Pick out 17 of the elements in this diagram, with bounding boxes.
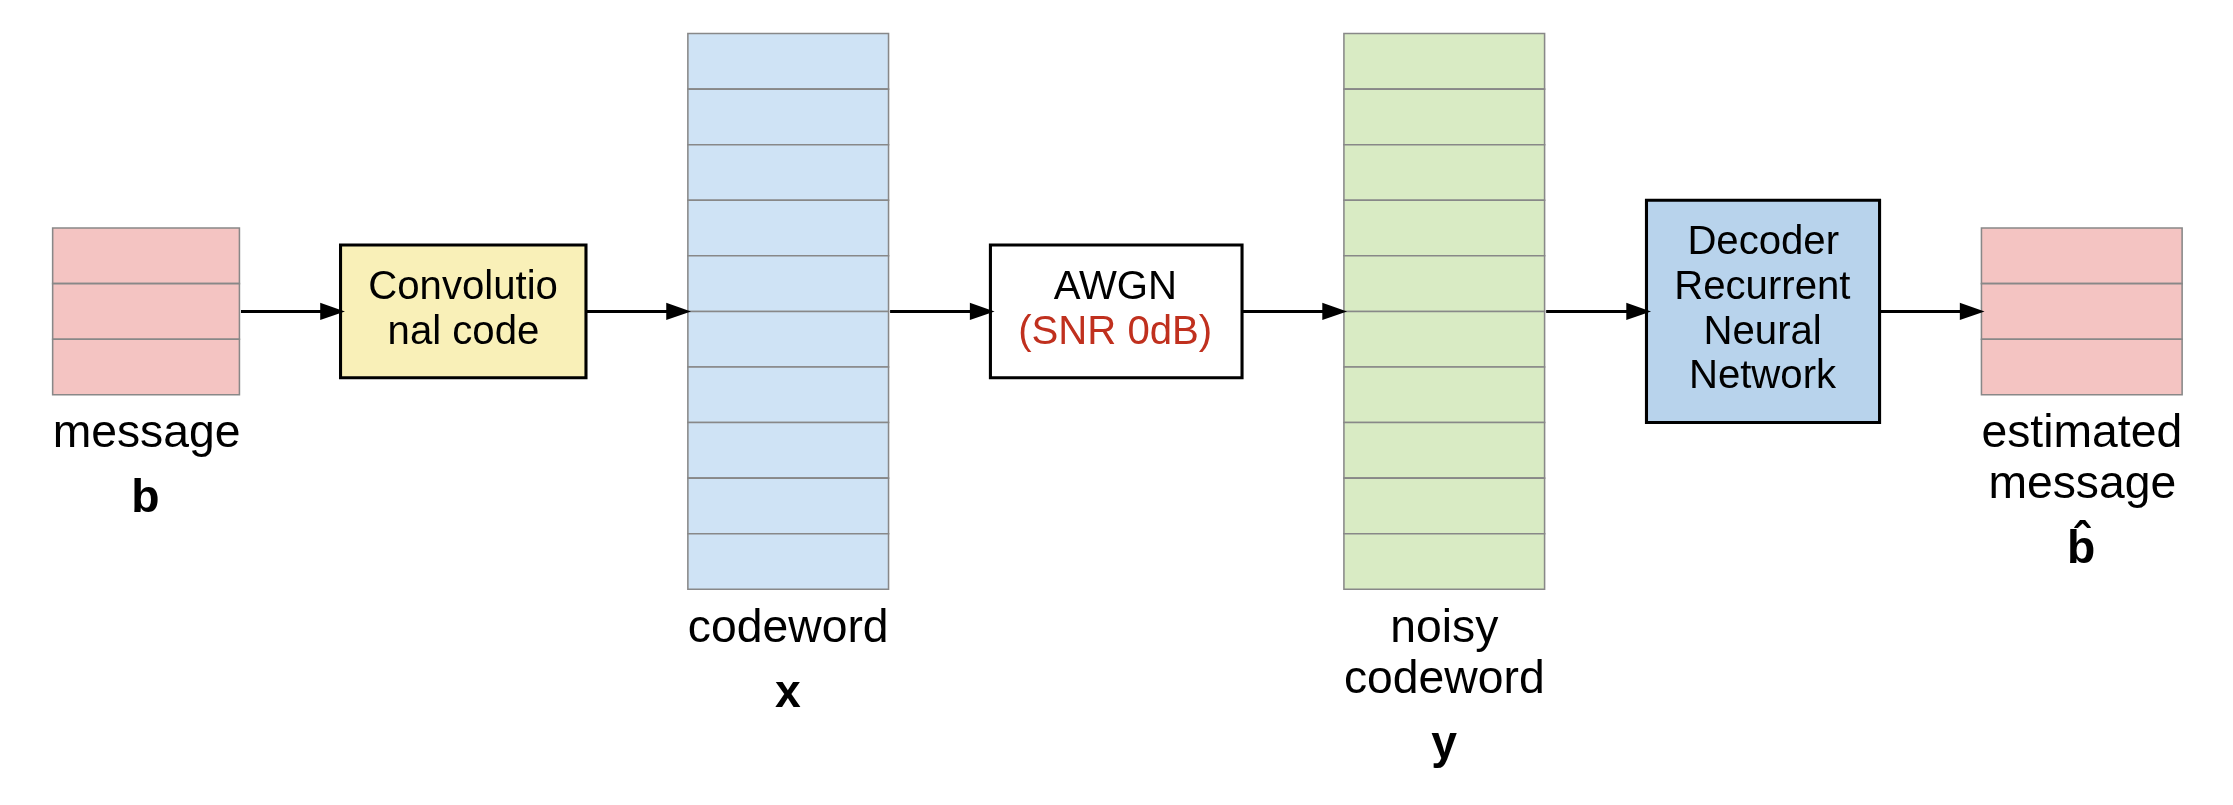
node-label: codeword <box>687 599 889 652</box>
arrow <box>240 302 345 321</box>
arrow <box>1545 302 1651 321</box>
node-box: Decoder Recurrent Neural Network <box>1644 198 1881 425</box>
arrow <box>1242 302 1347 321</box>
node-label: b <box>130 470 160 523</box>
node-label: y <box>1430 715 1457 768</box>
node-label: noisy codeword <box>1343 599 1545 703</box>
node-label: message <box>52 405 240 458</box>
arrow <box>585 302 691 321</box>
node-box: AWGN (SNR 0dB) <box>988 243 1244 380</box>
node-label: estimated message <box>1980 405 2182 509</box>
arrow <box>889 302 995 321</box>
node-label: b̂ <box>2066 521 2095 574</box>
arrow <box>1879 302 1985 321</box>
node-box: Convolutio nal code <box>338 243 588 380</box>
node-label: x <box>774 664 801 717</box>
